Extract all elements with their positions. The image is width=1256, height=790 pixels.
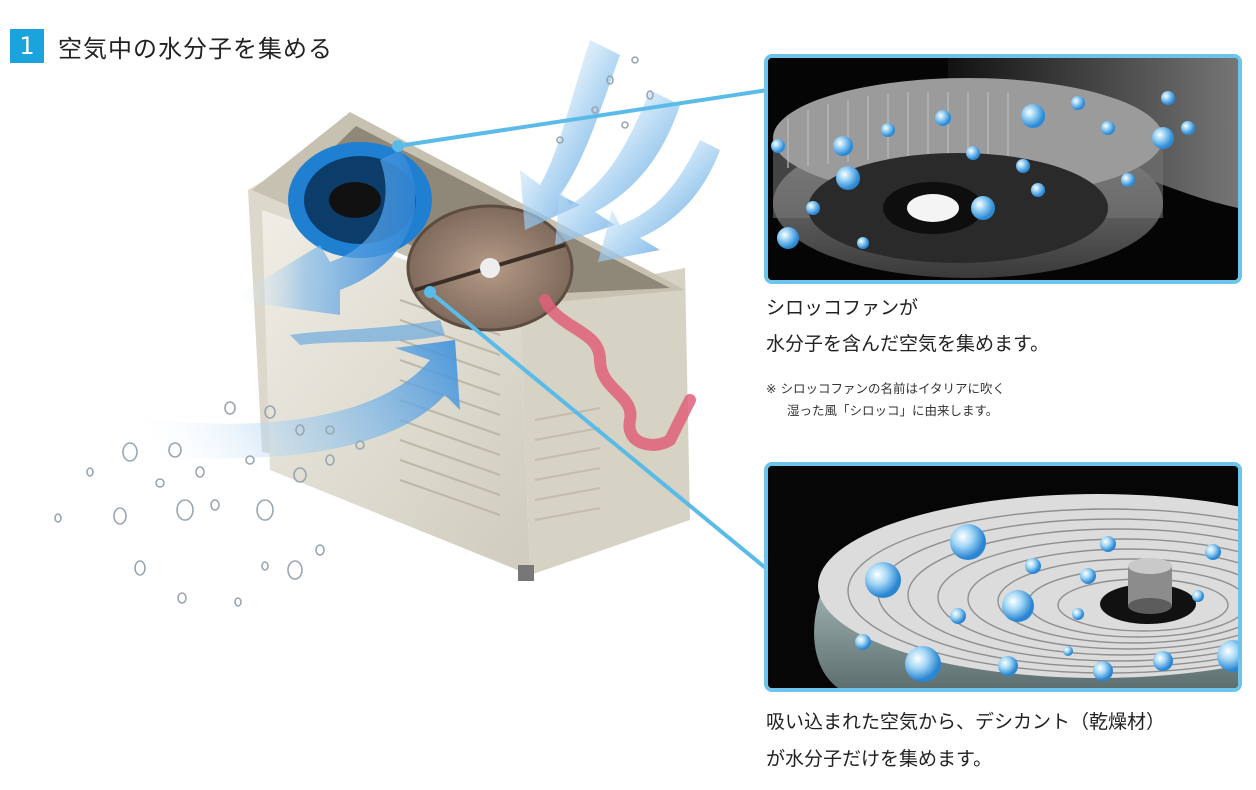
step-heading: 空気中の水分子を集める (58, 34, 333, 63)
airflow-lower (90, 340, 460, 459)
step-number-badge: 1 (10, 29, 44, 63)
callout-dot-fan (392, 140, 404, 152)
desiccant-closeup (764, 462, 1242, 692)
fan-caption-line1: シロッコファンが (766, 297, 919, 319)
callout-lines (397, 88, 770, 572)
fan-note-line2: 湿った風「シロッコ」に由来します。 (787, 403, 999, 418)
refrigerant-pipe (539, 294, 696, 451)
desiccant-caption-line2: が水分子だけを集めます。 (766, 748, 993, 770)
fan-caption-line2: 水分子を含んだ空気を集めます。 (766, 333, 1050, 355)
fan-caption: シロッコファンが 水分子を含んだ空気を集めます。 (766, 290, 1236, 362)
step-title: 1 空気中の水分子を集める (10, 28, 333, 64)
callout-dot-rotor (424, 286, 436, 298)
fan-name-note: ※ シロッコファンの名前はイタリアに吹く 湿った風「シロッコ」に由来します。 (766, 378, 1005, 422)
desiccant-caption-line1: 吸い込まれた空気から、デシカント（乾燥材） (766, 711, 1166, 733)
desiccant-rotor (406, 204, 574, 332)
sirocco-fan-closeup (764, 54, 1242, 284)
desiccant-caption: 吸い込まれた空気から、デシカント（乾燥材） が水分子だけを集めます。 (766, 704, 1246, 778)
airflow-outlet (230, 150, 416, 315)
fan-note-line1: ※ シロッコファンの名前はイタリアに吹く (766, 381, 1005, 396)
airflow-intake (520, 40, 720, 262)
water-droplets (54, 56, 654, 607)
